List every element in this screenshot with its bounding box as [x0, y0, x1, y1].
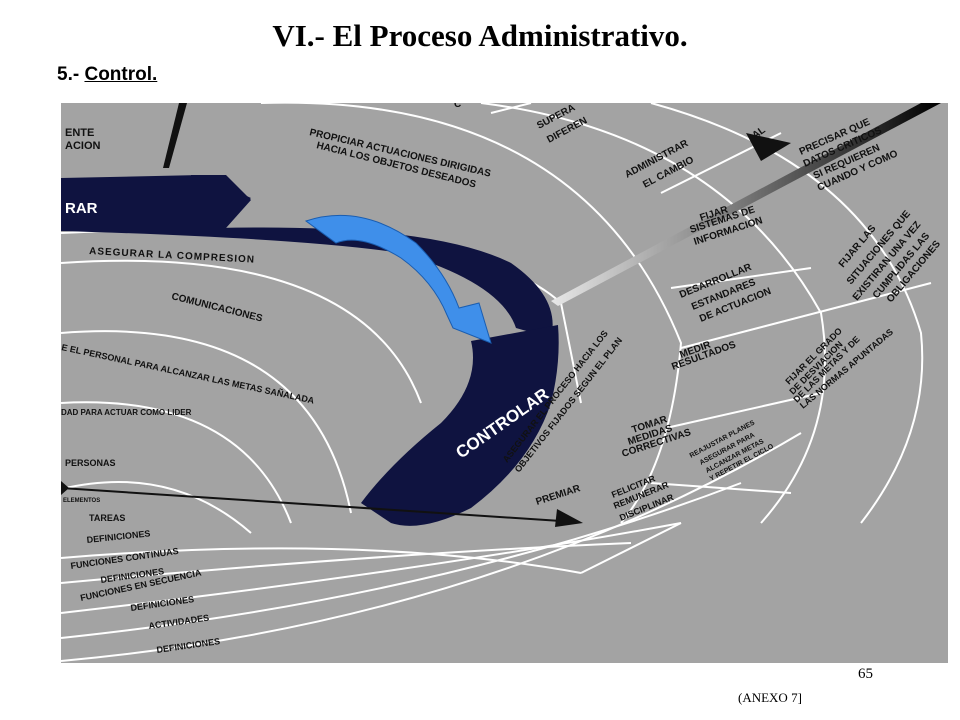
ring-radial-7	[490, 103, 532, 114]
label-definiciones-3: DEFINICIONES	[130, 594, 195, 613]
label-comunicaciones: COMUNICACIONES	[170, 291, 264, 324]
label-tareas: TAREAS	[89, 513, 125, 523]
label-actividades: ACTIVIDADES	[148, 613, 210, 631]
ring-arc-3	[61, 330, 352, 514]
ring-arc-1	[61, 480, 252, 534]
label-premiar: PREMIAR	[535, 483, 583, 508]
ring-arc-8	[61, 522, 682, 614]
pointer-arrowhead-top	[746, 133, 791, 161]
label-lider: DAD PARA ACTUAR COMO LIDER	[61, 408, 192, 417]
ring-arc-9	[61, 482, 742, 639]
annex-reference: (ANEXO 7]	[738, 690, 802, 705]
pointer-left-thin	[163, 103, 187, 168]
ring-arc-12	[480, 103, 826, 524]
ring-arc-11	[261, 103, 683, 524]
ring-radial-3	[680, 282, 932, 349]
ring-radial-2	[670, 267, 812, 289]
label-elementos: ELEMENTOS	[63, 498, 100, 504]
ring-radial-6	[580, 522, 682, 574]
diagram-canvas: RAR AIGIR CONTROLAR ENTE ACION C PROPICI…	[61, 103, 943, 662]
right-labels: SUPERA DIFEREN AL ADMINISTRAR EL CAMBIO …	[501, 103, 943, 523]
ring-radial-4	[665, 392, 822, 429]
navy-band-arrowhead	[191, 175, 251, 228]
navy-band	[61, 175, 553, 338]
ring-arc-10	[61, 432, 802, 662]
pointer-arrowhead-bottom	[555, 509, 583, 527]
ring-arc-7	[61, 542, 632, 584]
section-title: Control.	[84, 64, 158, 85]
label-top-left-1: ENTE	[65, 127, 94, 139]
section-heading: 5.- Control.	[57, 64, 157, 86]
blue-curved-arrow	[304, 214, 492, 344]
label-personas: PERSONAS	[65, 458, 116, 468]
page-number: 65	[858, 666, 873, 682]
ring-radial-5	[650, 482, 792, 494]
ring-arc-2	[61, 401, 292, 524]
label-top-c: C	[454, 103, 461, 110]
label-definiciones-4: DEFINICIONES	[156, 636, 221, 655]
band-label-left: RAR	[65, 200, 98, 217]
pointer-left-arrowhead	[61, 481, 69, 495]
navy-band-controlar	[361, 325, 559, 526]
label-definiciones-1: DEFINICIONES	[86, 528, 151, 545]
label-personal: E EL PERSONAL PARA ALCANZAR LAS METAS SA…	[61, 342, 316, 406]
control-process-diagram: RAR AIGIR CONTROLAR ENTE ACION C PROPICI…	[61, 103, 948, 663]
slide-title: VI.- El Proceso Administrativo.	[272, 18, 688, 53]
section-number: 5.-	[57, 64, 80, 85]
label-top-left-2: ACION	[65, 140, 101, 152]
ring-arc-4	[61, 259, 422, 404]
pointer-arrow-top	[551, 103, 941, 306]
pointer-bottom-line	[61, 487, 562, 522]
